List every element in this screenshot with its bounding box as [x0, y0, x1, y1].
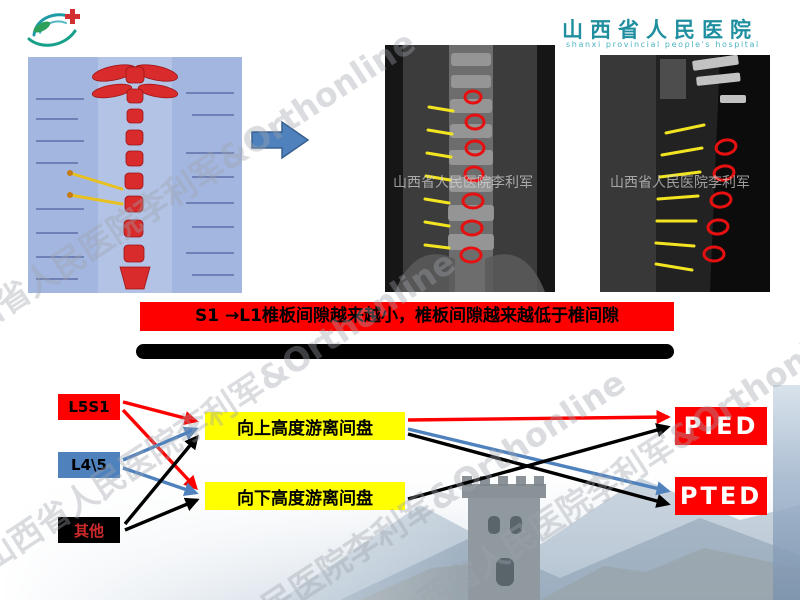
right-block-arrow-icon: [250, 118, 312, 166]
divider-bar: [136, 344, 674, 359]
source-box-other: 其他: [58, 517, 120, 543]
hospital-subtitle: shanxi provincial people's hospital: [566, 40, 760, 49]
xray-lateral-image: 山西省人民医院李利军: [600, 55, 770, 292]
spine-diagram-image: [28, 57, 242, 293]
source-box-l4-5: L4\5: [58, 452, 120, 478]
mid-box-upward-migrated-disc: 向上高度游离间盘: [205, 412, 405, 440]
hospital-name: 山西省人民医院: [562, 18, 758, 42]
target-box-pted: PTED: [675, 477, 767, 515]
background-landscape: [0, 450, 800, 600]
xray-lateral-watermark: 山西省人民医院李利军: [610, 175, 750, 191]
mid-box-downward-migrated-disc: 向下高度游离间盘: [205, 482, 405, 510]
target-box-pied: PIED: [675, 407, 767, 445]
summary-banner: S1 →L1椎板间隙越来越小，椎板间隙越来越低于椎间隙: [140, 302, 674, 331]
background-landscape-right-strip: [773, 385, 800, 600]
xray-ap-watermark: 山西省人民医院李利军: [393, 175, 533, 191]
source-box-l5s1: L5S1: [58, 394, 120, 420]
xray-ap-image: 山西省人民医院李利军: [385, 45, 555, 292]
hospital-logo-icon: [20, 5, 86, 53]
